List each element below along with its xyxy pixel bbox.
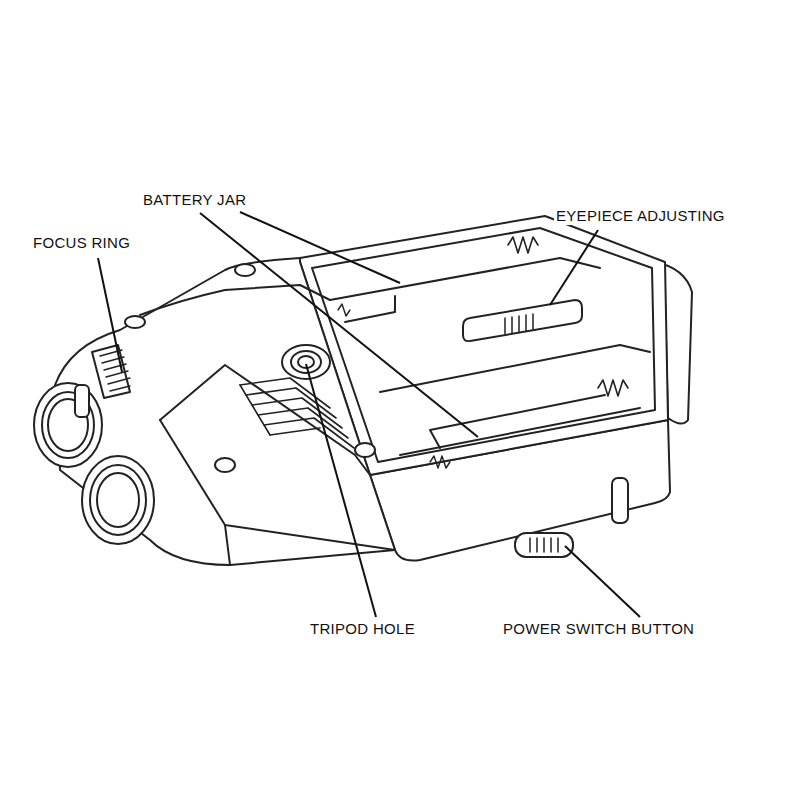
slot-edge	[345, 296, 395, 322]
battery-spring	[598, 380, 628, 396]
side-slot	[612, 478, 628, 523]
focus-ridges	[100, 350, 130, 391]
eyepiece-switch	[463, 300, 582, 341]
slot-edge	[400, 408, 640, 455]
battery-contact	[338, 304, 350, 316]
part-label: BATTERY JAR	[141, 191, 248, 209]
screw	[355, 443, 375, 457]
lens-slot	[75, 385, 89, 417]
housing-edge	[160, 365, 370, 475]
housing-edge	[140, 285, 330, 315]
power-switch	[515, 533, 573, 557]
tripod-hole	[282, 345, 330, 379]
lens	[90, 465, 146, 535]
switch-ridges	[530, 538, 558, 552]
divider	[380, 345, 650, 392]
part-label: POWER SWITCH BUTTON	[501, 620, 696, 638]
switch-ridges	[505, 314, 533, 334]
part-label: EYEPIECE ADJUSTING	[554, 207, 727, 225]
leader-line	[240, 212, 400, 283]
slot-edge	[330, 258, 600, 300]
part-label: FOCUS RING	[31, 234, 132, 252]
front-housing	[55, 258, 395, 565]
tripod-hole	[291, 351, 321, 373]
vent-slats	[240, 378, 354, 448]
lens	[82, 456, 154, 544]
part-label: TRIPOD HOLE	[308, 620, 417, 638]
leader-lines	[98, 212, 640, 617]
leader-line	[200, 213, 478, 437]
leader-line	[565, 546, 640, 617]
screw	[215, 458, 235, 472]
housing-edge	[160, 420, 395, 550]
leader-line	[550, 230, 598, 305]
screw	[125, 316, 145, 328]
lens	[34, 383, 102, 467]
slot-edge	[430, 395, 605, 448]
leader-line	[306, 364, 376, 617]
battery-contact	[430, 456, 450, 468]
focus-ring	[92, 345, 130, 398]
screw	[235, 264, 255, 276]
housing-edge	[225, 525, 230, 565]
lens	[97, 473, 139, 527]
battery-spring	[508, 237, 538, 253]
leader-line	[98, 258, 122, 372]
